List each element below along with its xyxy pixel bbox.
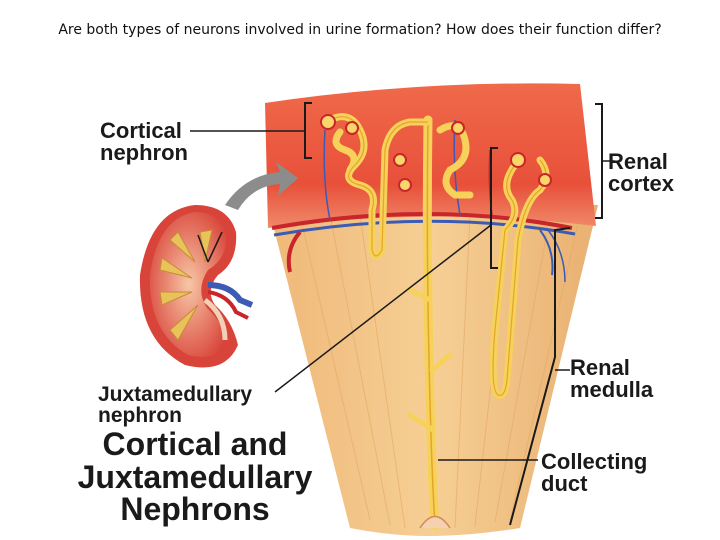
leader-lines	[190, 130, 615, 461]
diagram-title: Cortical and Juxtamedullary Nephrons	[77, 426, 313, 528]
cortex-bracket	[595, 103, 603, 219]
medulla-striations	[299, 214, 581, 529]
glomeruli	[320, 114, 552, 192]
question-text: Are both types of neurons involved in ur…	[58, 22, 662, 38]
medulla-bracket	[509, 227, 571, 526]
collecting-duct-label: Collecting duct	[541, 449, 648, 496]
zoom-arrow	[225, 162, 298, 210]
juxtamedullary-bracket	[490, 147, 498, 269]
cortical-nephron-label: Cortical nephron	[100, 118, 188, 165]
kidney-inset	[139, 205, 254, 368]
renal-medulla-label: Renal medulla	[570, 355, 654, 402]
renal-cortex-label: Renal cortex	[608, 149, 675, 196]
juxtamedullary-nephron-label: Juxtamedullary nephron	[98, 383, 253, 427]
